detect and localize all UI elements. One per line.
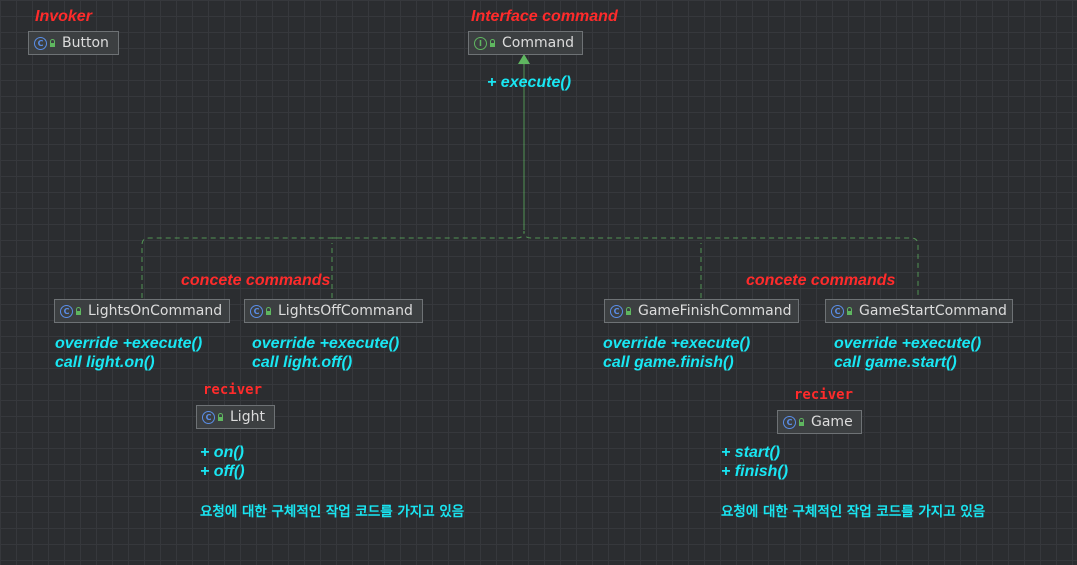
class-button[interactable]: C Button (28, 31, 119, 55)
class-name: Game (811, 414, 853, 430)
note-line: override +execute() (252, 335, 400, 352)
class-icon: C (202, 410, 215, 424)
note-line: call light.off() (252, 354, 353, 371)
class-game-start-command[interactable]: C GameStartCommand (825, 299, 1013, 323)
lock-icon (266, 307, 271, 315)
class-game-finish-command[interactable]: C GameFinishCommand (604, 299, 799, 323)
lock-icon (799, 418, 804, 426)
note-lights-on: override +execute() call light.on() (55, 334, 202, 372)
class-game[interactable]: C Game (777, 410, 862, 434)
note-line: override +execute() (603, 335, 751, 352)
lock-icon (76, 307, 81, 315)
lock-icon (218, 413, 223, 421)
class-icon: C (60, 304, 73, 318)
class-lights-on-command[interactable]: C LightsOnCommand (54, 299, 230, 323)
note-line: + start() (721, 444, 781, 461)
note-light-methods: + on() + off() (200, 443, 245, 481)
class-icon: C (610, 304, 623, 318)
class-name: Button (62, 35, 109, 51)
interface-command[interactable]: I Command (468, 31, 583, 55)
class-name: GameFinishCommand (638, 303, 792, 319)
note-line: override +execute() (834, 335, 982, 352)
inheritance-arrowhead (518, 54, 530, 64)
class-icon: C (250, 304, 263, 318)
note-line: call game.finish() (603, 354, 734, 371)
note-line: + on() (200, 444, 244, 461)
class-name: GameStartCommand (859, 303, 1007, 319)
lock-icon (490, 39, 495, 47)
class-name: Light (230, 409, 265, 425)
label-concrete-commands-right: concete commands (746, 272, 896, 289)
label-interface-command: Interface command (471, 8, 618, 25)
class-name: LightsOnCommand (88, 303, 223, 319)
note-game-description: 요청에 대한 구체적인 작업 코드를 가지고 있음 (721, 504, 986, 520)
note-game-methods: + start() + finish() (721, 443, 788, 481)
note-line: + off() (200, 463, 245, 480)
edge-lightsoff-realization (331, 237, 342, 298)
lock-icon (626, 307, 631, 315)
class-lights-off-command[interactable]: C LightsOffCommand (244, 299, 423, 323)
lock-icon (50, 39, 55, 47)
class-name: LightsOffCommand (278, 303, 413, 319)
interface-icon: I (474, 36, 487, 50)
label-concrete-commands-left: concete commands (181, 272, 331, 289)
edge-outer-realization (141, 230, 919, 298)
note-line: override +execute() (55, 335, 203, 352)
note-game-start: override +execute() call game.start() (834, 334, 981, 372)
note-line: call light.on() (55, 354, 155, 371)
class-icon: C (783, 415, 796, 429)
note-line: call game.start() (834, 354, 957, 371)
class-name: Command (502, 35, 574, 51)
note-light-description: 요청에 대한 구체적인 작업 코드를 가지고 있음 (200, 504, 465, 520)
note-command-method: + execute() (487, 74, 572, 91)
label-invoker: Invoker (35, 8, 92, 25)
label-receiver-right: reciver (794, 387, 854, 403)
class-icon: C (831, 304, 844, 318)
class-light[interactable]: C Light (196, 405, 275, 429)
note-lights-off: override +execute() call light.off() (252, 334, 399, 372)
note-game-finish: override +execute() call game.finish() (603, 334, 750, 372)
lock-icon (847, 307, 852, 315)
class-icon: C (34, 36, 47, 50)
label-receiver-left: reciver (203, 382, 263, 398)
note-line: + finish() (721, 463, 789, 480)
